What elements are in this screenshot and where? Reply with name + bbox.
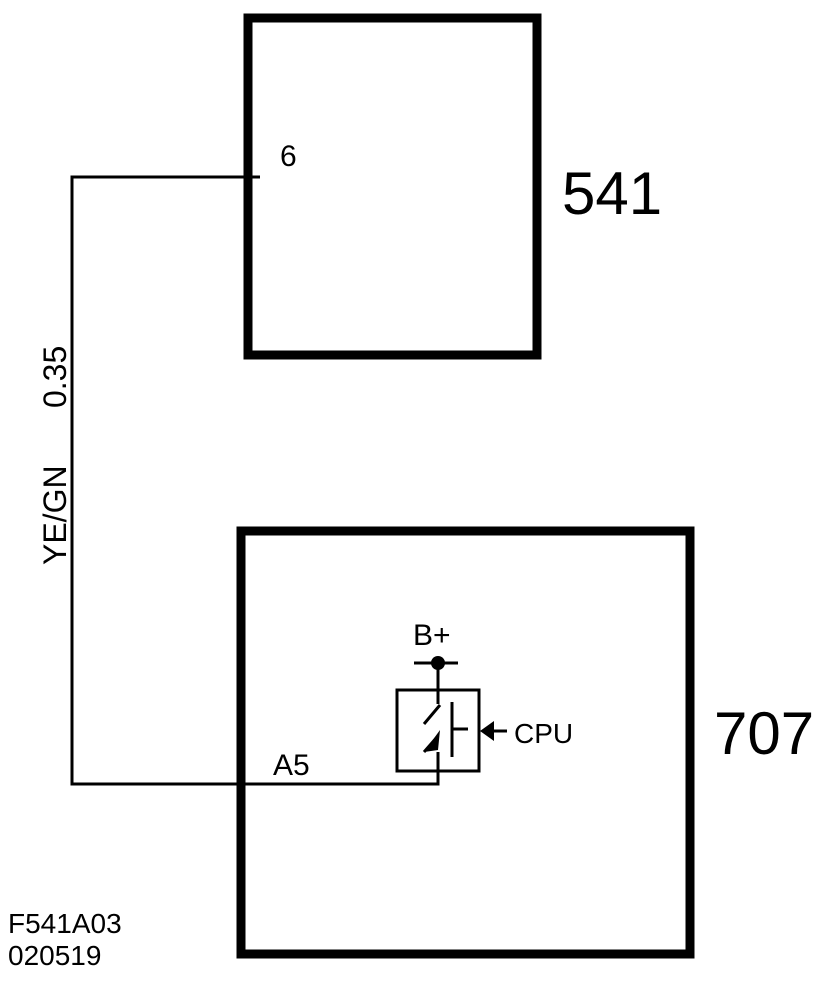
component-707-label: 707 [714, 700, 814, 767]
wire-color-label: YE/GN [37, 465, 73, 565]
pin-a5-label: A5 [273, 749, 310, 782]
component-541-box [243, 13, 542, 360]
pin-6-label: 6 [280, 140, 297, 173]
figure-date: 020519 [8, 940, 102, 971]
component-707-box [236, 526, 695, 959]
component-541-label: 541 [562, 160, 662, 227]
figure-footer: F541A03 020519 [8, 908, 122, 972]
figure-code: F541A03 [8, 908, 122, 939]
wire-gauge-label: 0.35 [37, 346, 73, 408]
electronic-switch-symbol [395, 656, 507, 773]
supply-label: B+ [413, 619, 451, 652]
cpu-label: CPU [514, 718, 573, 749]
wire-ye-gn [70, 175, 440, 786]
